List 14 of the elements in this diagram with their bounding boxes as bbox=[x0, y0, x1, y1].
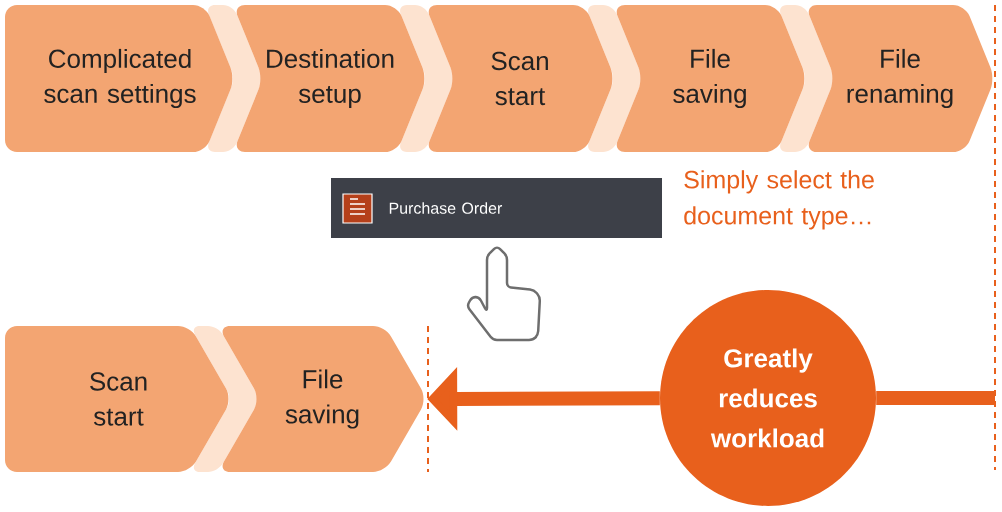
node-label: Scan start bbox=[491, 51, 548, 106]
chevron-step: File saving bbox=[616, 5, 833, 152]
chevron-step: Complicated scan settings bbox=[5, 5, 261, 152]
chevron-step: File saving bbox=[222, 326, 424, 472]
node-label: File saving bbox=[673, 48, 746, 109]
chevron-step: File renaming bbox=[808, 5, 993, 152]
chevron-step: Destination setup bbox=[236, 5, 453, 152]
node-label: Destination setup bbox=[267, 48, 394, 109]
callout-text: Simply select the document type… bbox=[684, 170, 874, 230]
menu-item: Purchase Order bbox=[331, 178, 662, 238]
node-label: Complicated scan settings bbox=[44, 48, 196, 109]
node-label: Scan start bbox=[90, 372, 147, 426]
chevron-step: Scan start bbox=[428, 5, 641, 152]
chevron-step: Scan start bbox=[5, 326, 258, 472]
